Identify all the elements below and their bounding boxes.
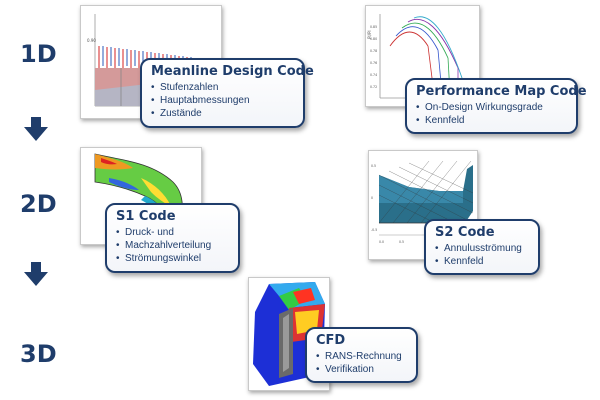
svg-text:0.90: 0.90 — [87, 38, 96, 43]
card-bullet-list: Stufenzahlen Hauptabmessungen Zustände — [151, 81, 295, 120]
list-item: Zustände — [151, 107, 295, 120]
card-title: S2 Code — [435, 225, 495, 240]
level-1d-label: 1D — [20, 40, 57, 68]
list-item: Machzahlverteilung — [116, 239, 230, 252]
s1-code-card: S1 Code Druck- und Machzahlverteilung St… — [105, 203, 240, 273]
level-3d-label: 3D — [20, 340, 57, 368]
card-title: Performance Map Code — [416, 84, 587, 99]
svg-text:0.76: 0.76 — [370, 61, 377, 65]
svg-text:-0.5: -0.5 — [371, 228, 377, 232]
svg-text:PI/PI: PI/PI — [367, 30, 372, 39]
svg-text:0.85: 0.85 — [370, 25, 377, 29]
list-item: Hauptabmessungen — [151, 94, 295, 107]
card-bullet-list: On-Design Wirkungsgrade Kennfeld — [416, 101, 568, 127]
svg-text:0.0: 0.0 — [379, 240, 384, 244]
svg-text:0.5: 0.5 — [371, 164, 376, 168]
card-title: S1 Code — [116, 209, 176, 224]
svg-text:0.72: 0.72 — [370, 85, 377, 89]
list-item: Stufenzahlen — [151, 81, 295, 94]
list-item: Druck- und — [116, 226, 230, 239]
list-item: RANS-Rechnung — [316, 350, 408, 363]
card-bullet-list: RANS-Rechnung Verifikation — [316, 350, 408, 376]
svg-text:0.80: 0.80 — [370, 37, 377, 41]
cfd-card: CFD RANS-Rechnung Verifikation — [305, 327, 418, 383]
list-item: Verifikation — [316, 363, 408, 376]
s2-annulus-plot-thumbnail: 0.5 0 -0.5 0.0 0.5 — [368, 150, 478, 260]
list-item: On-Design Wirkungsgrade — [416, 101, 568, 114]
card-title: CFD — [316, 333, 346, 348]
svg-text:0.5: 0.5 — [399, 240, 404, 244]
svg-text:0: 0 — [371, 196, 373, 200]
down-arrow-icon — [24, 117, 48, 141]
list-item: Strömungswinkel — [116, 252, 230, 265]
card-title: Meanline Design Code — [151, 64, 314, 79]
card-bullet-list: Druck- und Machzahlverteilung Strömungsw… — [116, 226, 230, 265]
list-item: Kennfeld — [416, 114, 568, 127]
list-item: Kennfeld — [435, 255, 530, 268]
meanline-design-code-card: Meanline Design Code Stufenzahlen Haupta… — [140, 58, 314, 128]
svg-text:0.78: 0.78 — [370, 49, 377, 53]
card-bullet-list: Annulusströmung Kennfeld — [435, 242, 530, 268]
list-item: Annulusströmung — [435, 242, 530, 255]
performance-map-code-card: Performance Map Code On-Design Wirkungsg… — [405, 78, 587, 134]
svg-text:0.74: 0.74 — [370, 73, 377, 77]
level-2d-label: 2D — [20, 190, 57, 218]
s2-code-card: S2 Code Annulusströmung Kennfeld — [424, 219, 540, 275]
down-arrow-icon — [24, 262, 48, 286]
